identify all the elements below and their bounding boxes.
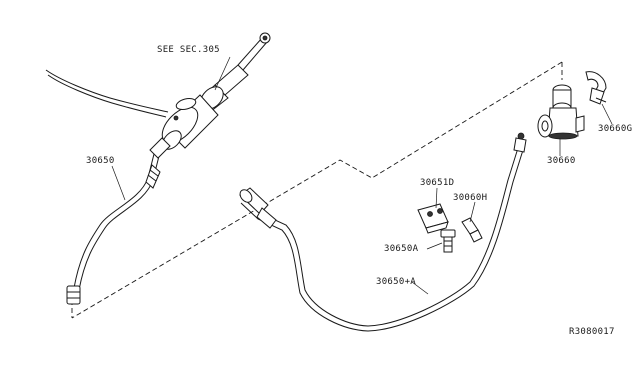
leader-lines [111, 56, 613, 295]
part-label-30660g: 30660G [598, 124, 633, 134]
clutch-pipe-30650 [45, 69, 169, 305]
mounting-bracket-parts [417, 203, 483, 253]
see-section-305-label: SEE SEC.305 [157, 45, 220, 55]
clutch-pipe-30650-a [239, 132, 527, 332]
part-label-30660: 30660 [547, 156, 576, 166]
alignment-dashed-lines [71, 61, 563, 319]
part-label-30650: 30650 [86, 156, 115, 166]
part-label-30060h: 30060H [453, 193, 488, 203]
retaining-clip-30660g [585, 71, 607, 105]
part-label-30651d: 30651D [420, 178, 455, 188]
clutch-master-cylinder [145, 32, 271, 189]
diagram-reference-code: R3080017 [569, 327, 615, 337]
part-label-30650a: 30650A [384, 244, 419, 254]
part-label-30650-plus-a: 30650+A [376, 277, 417, 287]
clutch-operating-cylinder [537, 84, 585, 140]
